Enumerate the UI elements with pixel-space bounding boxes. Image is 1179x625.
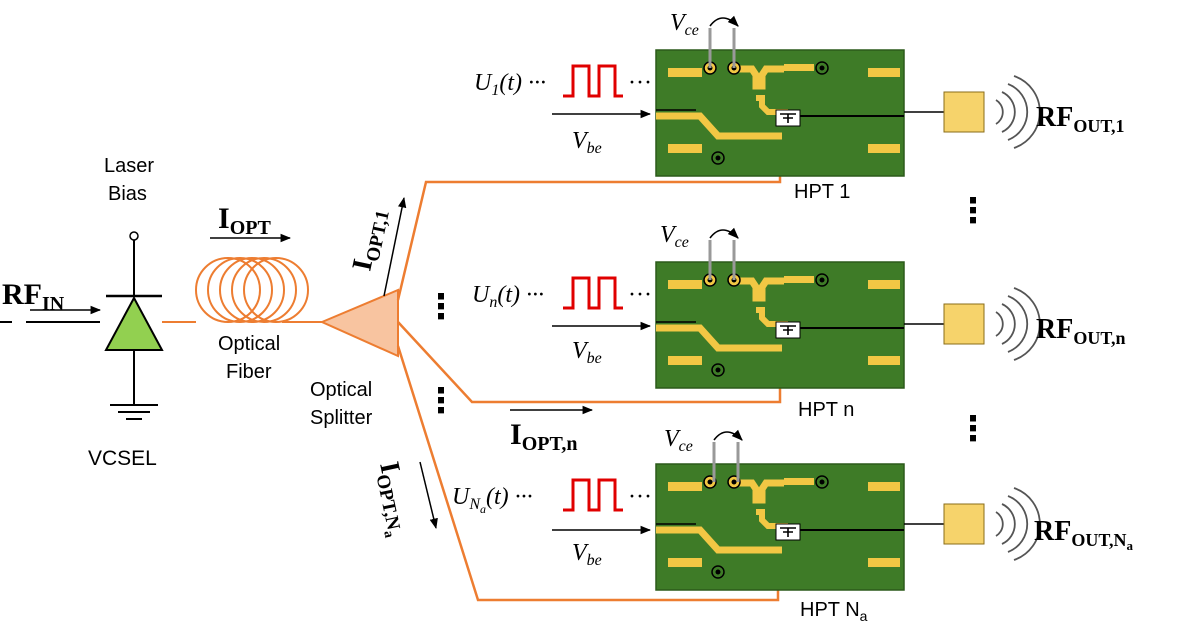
antenna-n <box>943 287 1041 361</box>
vce-arrow <box>709 227 739 239</box>
u-signal-label: UNa(t) ··· <box>452 484 533 516</box>
ellipsis-splitter-upper: ⋮ <box>424 288 458 326</box>
antenna-1 <box>943 75 1041 149</box>
u-signal-label: Un(t) ··· <box>472 282 544 311</box>
vbe-label: Vbe <box>572 128 602 157</box>
vce-arrow <box>709 15 739 27</box>
hpt-stage-1: Vce U1(t) ··· ··· Vbe HPT 1 RFOUT,1 <box>474 10 1125 203</box>
pulse-train-1 <box>561 64 625 98</box>
hpt-board-n <box>656 262 904 388</box>
ellipsis-antenna-upper: ⋮ <box>956 192 990 230</box>
vbe-label: Vbe <box>572 540 602 569</box>
rf-out-label: RFOUT,n <box>1036 314 1126 348</box>
hpt-board-na <box>656 464 904 590</box>
ellipsis-antenna-lower: ⋮ <box>956 410 990 448</box>
laser-bias-terminal <box>129 231 139 241</box>
hpt-stage-na: Vce UNa(t) ··· ··· Vbe HPT Na RFOUT,Na <box>452 426 1134 624</box>
i-opt-na-arrow <box>419 461 438 530</box>
hpt-label: HPT n <box>798 399 854 421</box>
vcsel-triangle <box>104 295 164 351</box>
vcsel-source <box>0 231 164 420</box>
optical-splitter-label-1: Optical <box>310 379 372 401</box>
optical-fiber-label-1: Optical <box>218 333 280 355</box>
laser-bias-label-1: Laser <box>104 155 154 177</box>
vce-label: Vce <box>670 10 699 39</box>
hpt-stage-n: Vce Un(t) ··· ··· Vbe HPT n RFOUT,n <box>472 222 1126 421</box>
optical-splitter <box>319 288 399 358</box>
hpt-label: HPT Na <box>800 599 868 624</box>
antenna-na <box>943 487 1041 561</box>
hpt-label: HPT 1 <box>794 181 850 203</box>
rf-out-label: RFOUT,Na <box>1034 516 1134 553</box>
optical-fiber-coil <box>162 257 322 323</box>
u-signal-tail: ··· <box>628 70 652 96</box>
i-opt-1-label: IOPT,1 <box>347 206 394 275</box>
optical-splitter-label-2: Splitter <box>310 407 373 429</box>
ellipsis-splitter-lower: ⋮ <box>424 382 458 420</box>
vbe-label: Vbe <box>572 338 602 367</box>
u-signal-tail: ··· <box>628 484 652 510</box>
rf-in-label: RFIN <box>2 278 65 315</box>
vcsel-label: VCSEL <box>88 447 157 470</box>
i-opt-n-label: IOPT,n <box>510 418 577 455</box>
vce-label: Vce <box>664 426 693 455</box>
laser-bias-label-2: Bias <box>108 183 147 205</box>
pulse-train-na <box>561 478 625 512</box>
i-opt-na-label: IOPT,Na <box>366 459 419 539</box>
pulse-train-n <box>561 276 625 310</box>
optical-fiber-label-2: Fiber <box>226 361 272 383</box>
vce-label: Vce <box>660 222 689 251</box>
i-opt-1-arrow <box>383 196 407 297</box>
rf-out-label: RFOUT,1 <box>1036 102 1125 136</box>
vce-arrow <box>713 429 743 441</box>
hpt-board-1 <box>656 50 904 176</box>
u-signal-label: U1(t) ··· <box>474 70 546 99</box>
u-signal-tail: ··· <box>628 282 652 308</box>
i-opt-label: IOPT <box>218 202 271 239</box>
